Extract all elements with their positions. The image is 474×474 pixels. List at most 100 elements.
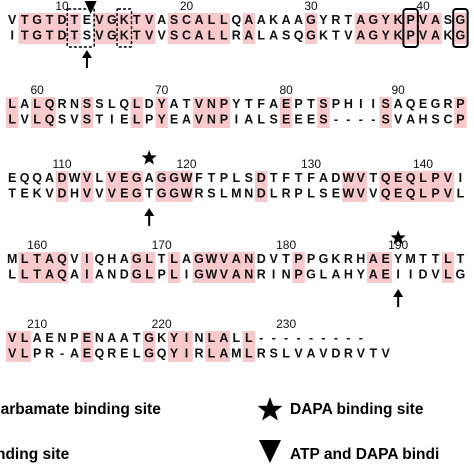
seq2-residue: N — [207, 113, 216, 127]
seq1-residue: I — [459, 171, 462, 185]
seq2-residue: V — [419, 29, 428, 43]
seq1-residue: T — [46, 13, 54, 27]
conserved-residue-highlight — [379, 171, 392, 202]
seq1-residue: Q — [231, 13, 241, 27]
seq2-residue: R — [45, 347, 54, 361]
position-number: 60 — [30, 83, 44, 97]
seq1-residue: Y — [394, 252, 403, 266]
conserved-residue-highlight — [55, 171, 69, 202]
seq1-residue: P — [294, 97, 302, 111]
seq1-residue: A — [232, 252, 241, 266]
seq2-residue: N — [107, 268, 116, 282]
conserved-residue-highlight — [142, 331, 156, 362]
seq2-residue: S — [319, 113, 327, 127]
conserved-residue-highlight — [192, 252, 206, 283]
seq1-residue: E — [8, 171, 16, 185]
seq1-residue: R — [344, 252, 353, 266]
seq1-residue: Q — [57, 252, 67, 266]
seq2-residue: T — [71, 29, 79, 43]
seq2-residue: D — [120, 268, 129, 282]
conserved-residue-highlight — [43, 252, 56, 283]
seq1-residue: M — [405, 252, 415, 266]
seq2-residue: S — [282, 29, 290, 43]
seq1-residue: D — [145, 97, 154, 111]
conserved-residue-highlight — [30, 252, 44, 283]
marker-layer — [81, 1, 406, 307]
seq1-residue: P — [332, 97, 340, 111]
position-number: 170 — [152, 238, 172, 252]
seq2-residue: H — [419, 113, 428, 127]
seq2-residue: T — [133, 29, 141, 43]
conserved-residue-highlight — [18, 331, 31, 362]
seq1-residue: A — [170, 97, 179, 111]
seq2-residue: E — [307, 113, 315, 127]
conserved-residue-highlight — [404, 171, 417, 202]
seq2-residue: G — [456, 29, 466, 43]
conserved-residue-highlight — [192, 13, 206, 44]
seq1-residue: P — [307, 252, 315, 266]
seq1-residue: - — [272, 331, 276, 345]
seq1-residue: R — [443, 97, 452, 111]
seq1-residue: T — [133, 13, 141, 27]
seq2-residue: P — [406, 29, 414, 43]
seq2-residue: I — [409, 268, 412, 282]
seq1-residue: A — [319, 171, 328, 185]
seq2-residue: Y — [357, 268, 366, 282]
conserved-residue-highlight — [105, 171, 119, 202]
seq2-residue: A — [244, 113, 253, 127]
seq2-residue: L — [220, 187, 228, 201]
seq1-residue: Y — [232, 97, 241, 111]
seq1-residue: T — [419, 252, 427, 266]
seq1-residue: K — [120, 13, 129, 27]
seq1-residue: G — [157, 171, 167, 185]
seq2-residue: L — [282, 347, 290, 361]
seq2-residue: E — [394, 187, 402, 201]
position-number: 110 — [52, 157, 71, 171]
seq2-residue: V — [70, 113, 79, 127]
seq2-residue: S — [207, 187, 215, 201]
position-number: 30 — [304, 0, 318, 13]
seq2-residue: A — [45, 268, 54, 282]
conserved-residue-highlight — [205, 97, 218, 128]
seq2-residue: Q — [45, 113, 55, 127]
seq1-residue: Y — [157, 97, 166, 111]
seq2-residue: S — [319, 187, 327, 201]
seq1-residue: V — [70, 252, 79, 266]
seq2-residue: R — [344, 347, 353, 361]
seq1-residue: G — [32, 13, 42, 27]
seq2-residue: K — [319, 29, 328, 43]
seq1-residue: A — [157, 13, 166, 27]
seq2-residue: Y — [157, 113, 166, 127]
carbamate-site-box — [66, 8, 95, 48]
seq2-residue: P — [294, 268, 302, 282]
conserved-residue-highlight — [454, 13, 467, 44]
seq2-residue: I — [396, 268, 399, 282]
seq1-residue: A — [282, 13, 291, 27]
seq1-residue: - — [334, 331, 338, 345]
seq1-residue: V — [145, 13, 154, 27]
seq2-residue: L — [444, 268, 452, 282]
seq2-residue: G — [194, 268, 204, 282]
seq1-residue: K — [331, 252, 340, 266]
seq1-residue: V — [108, 171, 117, 185]
seq1-residue: D — [257, 171, 266, 185]
seq2-residue: K — [33, 187, 42, 201]
conserved-residue-highlight — [242, 252, 255, 283]
seq1-residue: I — [372, 97, 375, 111]
seq1-residue: T — [295, 171, 303, 185]
seq2-residue: V — [145, 29, 154, 43]
conserved-residue-highlight — [68, 13, 81, 44]
seq2-residue: R — [257, 268, 266, 282]
position-number: 160 — [27, 238, 47, 252]
seq2-residue: V — [83, 187, 92, 201]
seq2-residue: A — [406, 113, 415, 127]
conserved-residue-highlight — [130, 252, 143, 283]
seq1-residue: A — [356, 13, 365, 27]
seq1-residue: L — [21, 331, 29, 345]
seq2-residue: L — [208, 29, 216, 43]
conserved-residue-highlight — [43, 13, 56, 44]
seq2-residue: G — [32, 29, 42, 43]
seq2-residue: D — [419, 268, 428, 282]
seq1-residue: S — [444, 13, 452, 27]
